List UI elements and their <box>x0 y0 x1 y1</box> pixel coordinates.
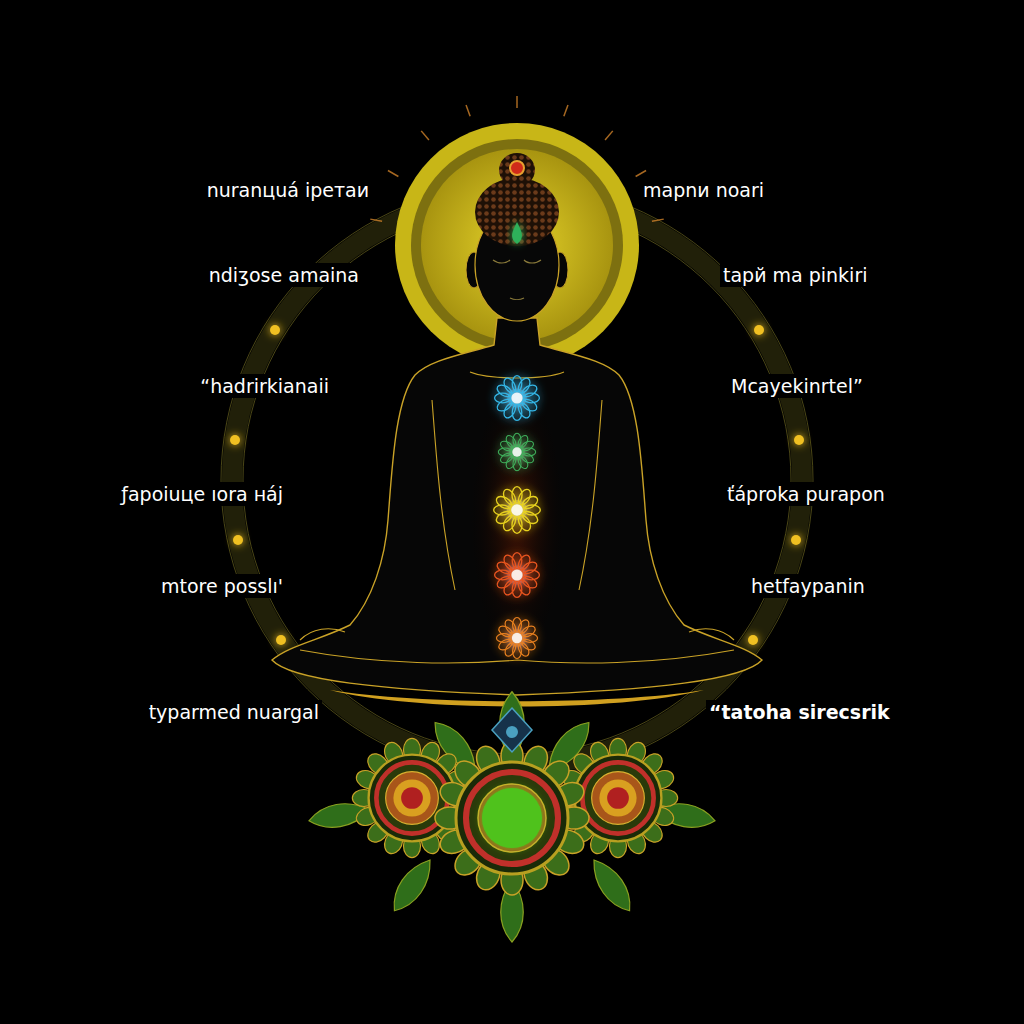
figure-lines <box>300 372 734 663</box>
mandalas <box>352 708 677 895</box>
meditating-figure <box>272 318 762 695</box>
face-lines <box>493 260 541 300</box>
halo-ring <box>411 139 623 351</box>
chakra-label: typarmed nuargal <box>146 700 322 725</box>
orbit-dot <box>276 635 286 645</box>
arm-line <box>579 400 602 590</box>
hand-line <box>300 629 345 640</box>
chakra-root <box>496 617 537 658</box>
chakra-label: tapй ma pinkiri <box>720 263 871 288</box>
chakra-label: ndiʒose amaina <box>206 263 362 288</box>
chakra-label: mtore posslı' <box>158 574 286 599</box>
chakra-label: ƒapoiuцe ıora нáj <box>118 482 286 507</box>
chakra-heart <box>498 433 535 470</box>
chakra-label: hetfaypanin <box>748 574 868 599</box>
body-glow <box>467 370 567 670</box>
blue-rosette-center <box>506 726 518 738</box>
chakra-throat <box>495 376 540 421</box>
blue-rosette <box>492 708 532 752</box>
chakra-label: nuranцuá ipeтaи <box>204 178 372 203</box>
halo-inner <box>421 149 613 341</box>
hand-line <box>689 629 734 640</box>
orbit-dot <box>791 535 801 545</box>
mandala <box>435 741 589 895</box>
chakra-label: “tatoha sirecsrik <box>706 700 893 725</box>
chakra-solar <box>494 487 541 534</box>
chakras <box>494 376 541 659</box>
chakra-label: mapnи noari <box>640 178 767 203</box>
orbit-dot <box>233 535 243 545</box>
chakra-label: Mcayekinrtel” <box>728 374 866 399</box>
leg-line <box>300 650 734 663</box>
head <box>466 153 568 321</box>
chakra-sacral <box>495 553 540 598</box>
orbit-dot <box>270 325 280 335</box>
chakra-label: “hadrirkianaii <box>197 374 332 399</box>
third-eye <box>512 222 522 244</box>
leaves <box>307 692 717 942</box>
chakra-label: ťáproka purapon <box>724 482 888 507</box>
orbit-dot <box>794 435 804 445</box>
orbit-dot <box>748 635 758 645</box>
top-knot <box>499 153 535 187</box>
hair <box>475 178 559 246</box>
orbit-dot <box>754 325 764 335</box>
orbit-line <box>243 206 791 754</box>
arm-line <box>432 400 455 590</box>
mandala-center <box>482 788 542 848</box>
crown-jewel <box>510 161 524 175</box>
orbit-dot <box>230 435 240 445</box>
